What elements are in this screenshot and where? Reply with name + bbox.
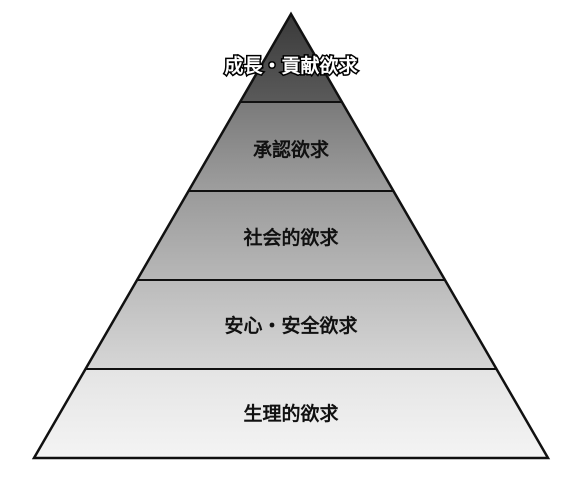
pyramid-outline (31, 11, 551, 460)
tier-esteem (188, 102, 394, 191)
tier-label-social: 社会的欲求 (242, 226, 339, 249)
tier-physiological (34, 369, 548, 458)
pyramid-tiers (34, 14, 548, 458)
tier-social (137, 191, 445, 280)
tier-label-physiological: 生理的欲求 (243, 402, 339, 425)
tier-dividers (85, 101, 497, 370)
tier-labels: 成長・貢献欲求 承認欲求 社会的欲求 安心・安全欲求 生理的欲求 (223, 53, 360, 426)
tier-label-safety: 安心・安全欲求 (224, 314, 358, 337)
tier-label-growth-contribution: 成長・貢献欲求 (224, 54, 358, 77)
tier-label-esteem: 承認欲求 (253, 138, 330, 161)
tier-growth-contribution (240, 14, 342, 102)
tier-safety (85, 280, 497, 369)
